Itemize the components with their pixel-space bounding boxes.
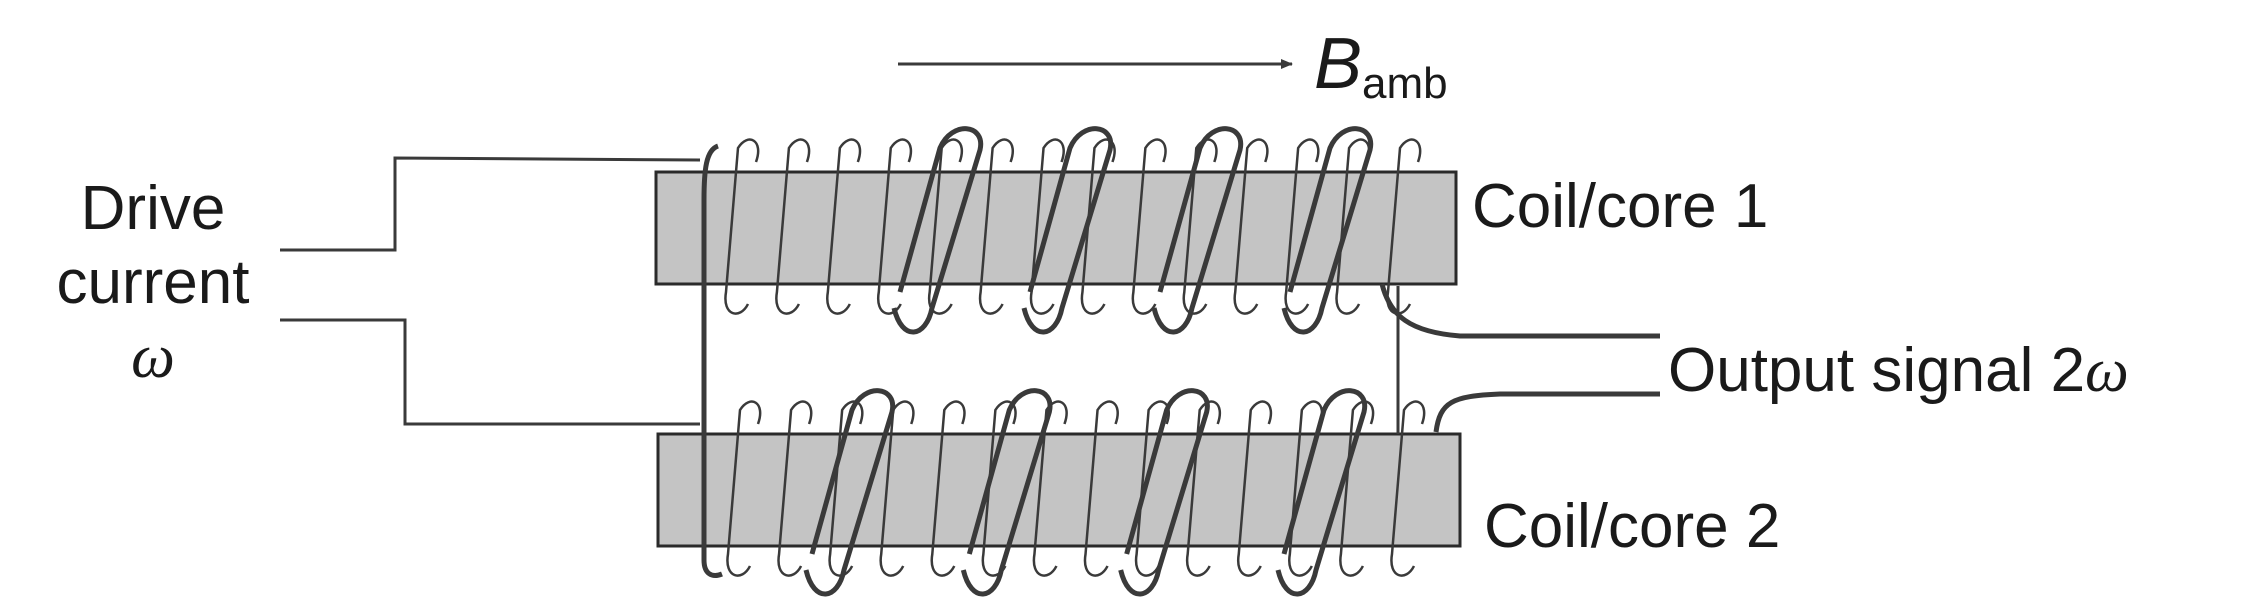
coil-turn	[777, 400, 813, 577]
coil-turn	[826, 138, 862, 315]
coil-turn	[1233, 138, 1269, 315]
drive-label-line1: Drive	[80, 174, 226, 243]
coil-turn	[724, 138, 760, 315]
core-2	[656, 432, 1462, 548]
coil-turn	[775, 138, 811, 315]
coil-turn	[726, 400, 762, 577]
coil-1-label: Coil/core 1	[1472, 172, 1769, 241]
drive-turn	[1281, 126, 1374, 335]
drive-label-line2: current	[56, 248, 250, 317]
drive-turn	[1275, 388, 1368, 597]
coil-1-drive-winding	[891, 126, 1374, 335]
output-lead-lower	[1433, 391, 1660, 433]
drive-winding-link	[701, 143, 723, 578]
drive-turn	[1021, 126, 1114, 335]
coil-turn	[1185, 400, 1221, 577]
output-signal-label: Output signal 2ω	[1668, 337, 2129, 405]
coil-2-drive-winding	[803, 388, 1368, 597]
coil-turn	[1029, 138, 1065, 315]
coil-turn	[1339, 400, 1375, 577]
coil-turn	[1182, 138, 1218, 315]
drive-turn	[891, 126, 984, 335]
coil-turn	[978, 138, 1014, 315]
drive-lead-upper	[280, 156, 701, 252]
field-subscript: amb	[1362, 59, 1448, 108]
drive-current-label: Drive current ω	[18, 174, 288, 391]
drive-lead-lower	[280, 318, 700, 426]
coil-2-label: Coil/core 2	[1484, 492, 1781, 561]
coil-turn	[1288, 400, 1324, 577]
coil-2-windings	[726, 400, 1426, 577]
drive-turn	[960, 388, 1053, 597]
coil-turn	[930, 400, 966, 577]
drive-turn	[1118, 388, 1210, 597]
coil-turn	[1131, 138, 1167, 315]
field-symbol: B	[1314, 24, 1363, 104]
drive-omega: ω	[131, 323, 175, 391]
coil-turn	[1083, 400, 1119, 577]
coil-turn	[879, 400, 915, 577]
coil-turn	[1390, 400, 1426, 577]
coil-turn	[1236, 400, 1272, 577]
coil-turn	[1284, 138, 1320, 315]
output-text: Output signal 2	[1668, 336, 2086, 405]
coil-turn	[1386, 138, 1422, 315]
drive-turn	[803, 388, 896, 597]
coil-turn	[876, 138, 912, 315]
coil-turn	[1032, 400, 1068, 577]
output-omega: ω	[2085, 337, 2129, 405]
coil-turn	[927, 138, 963, 315]
ambient-field-label: Bamb	[1314, 28, 1448, 106]
output-lead-upper	[1379, 283, 1660, 339]
drive-turn	[1151, 126, 1244, 335]
